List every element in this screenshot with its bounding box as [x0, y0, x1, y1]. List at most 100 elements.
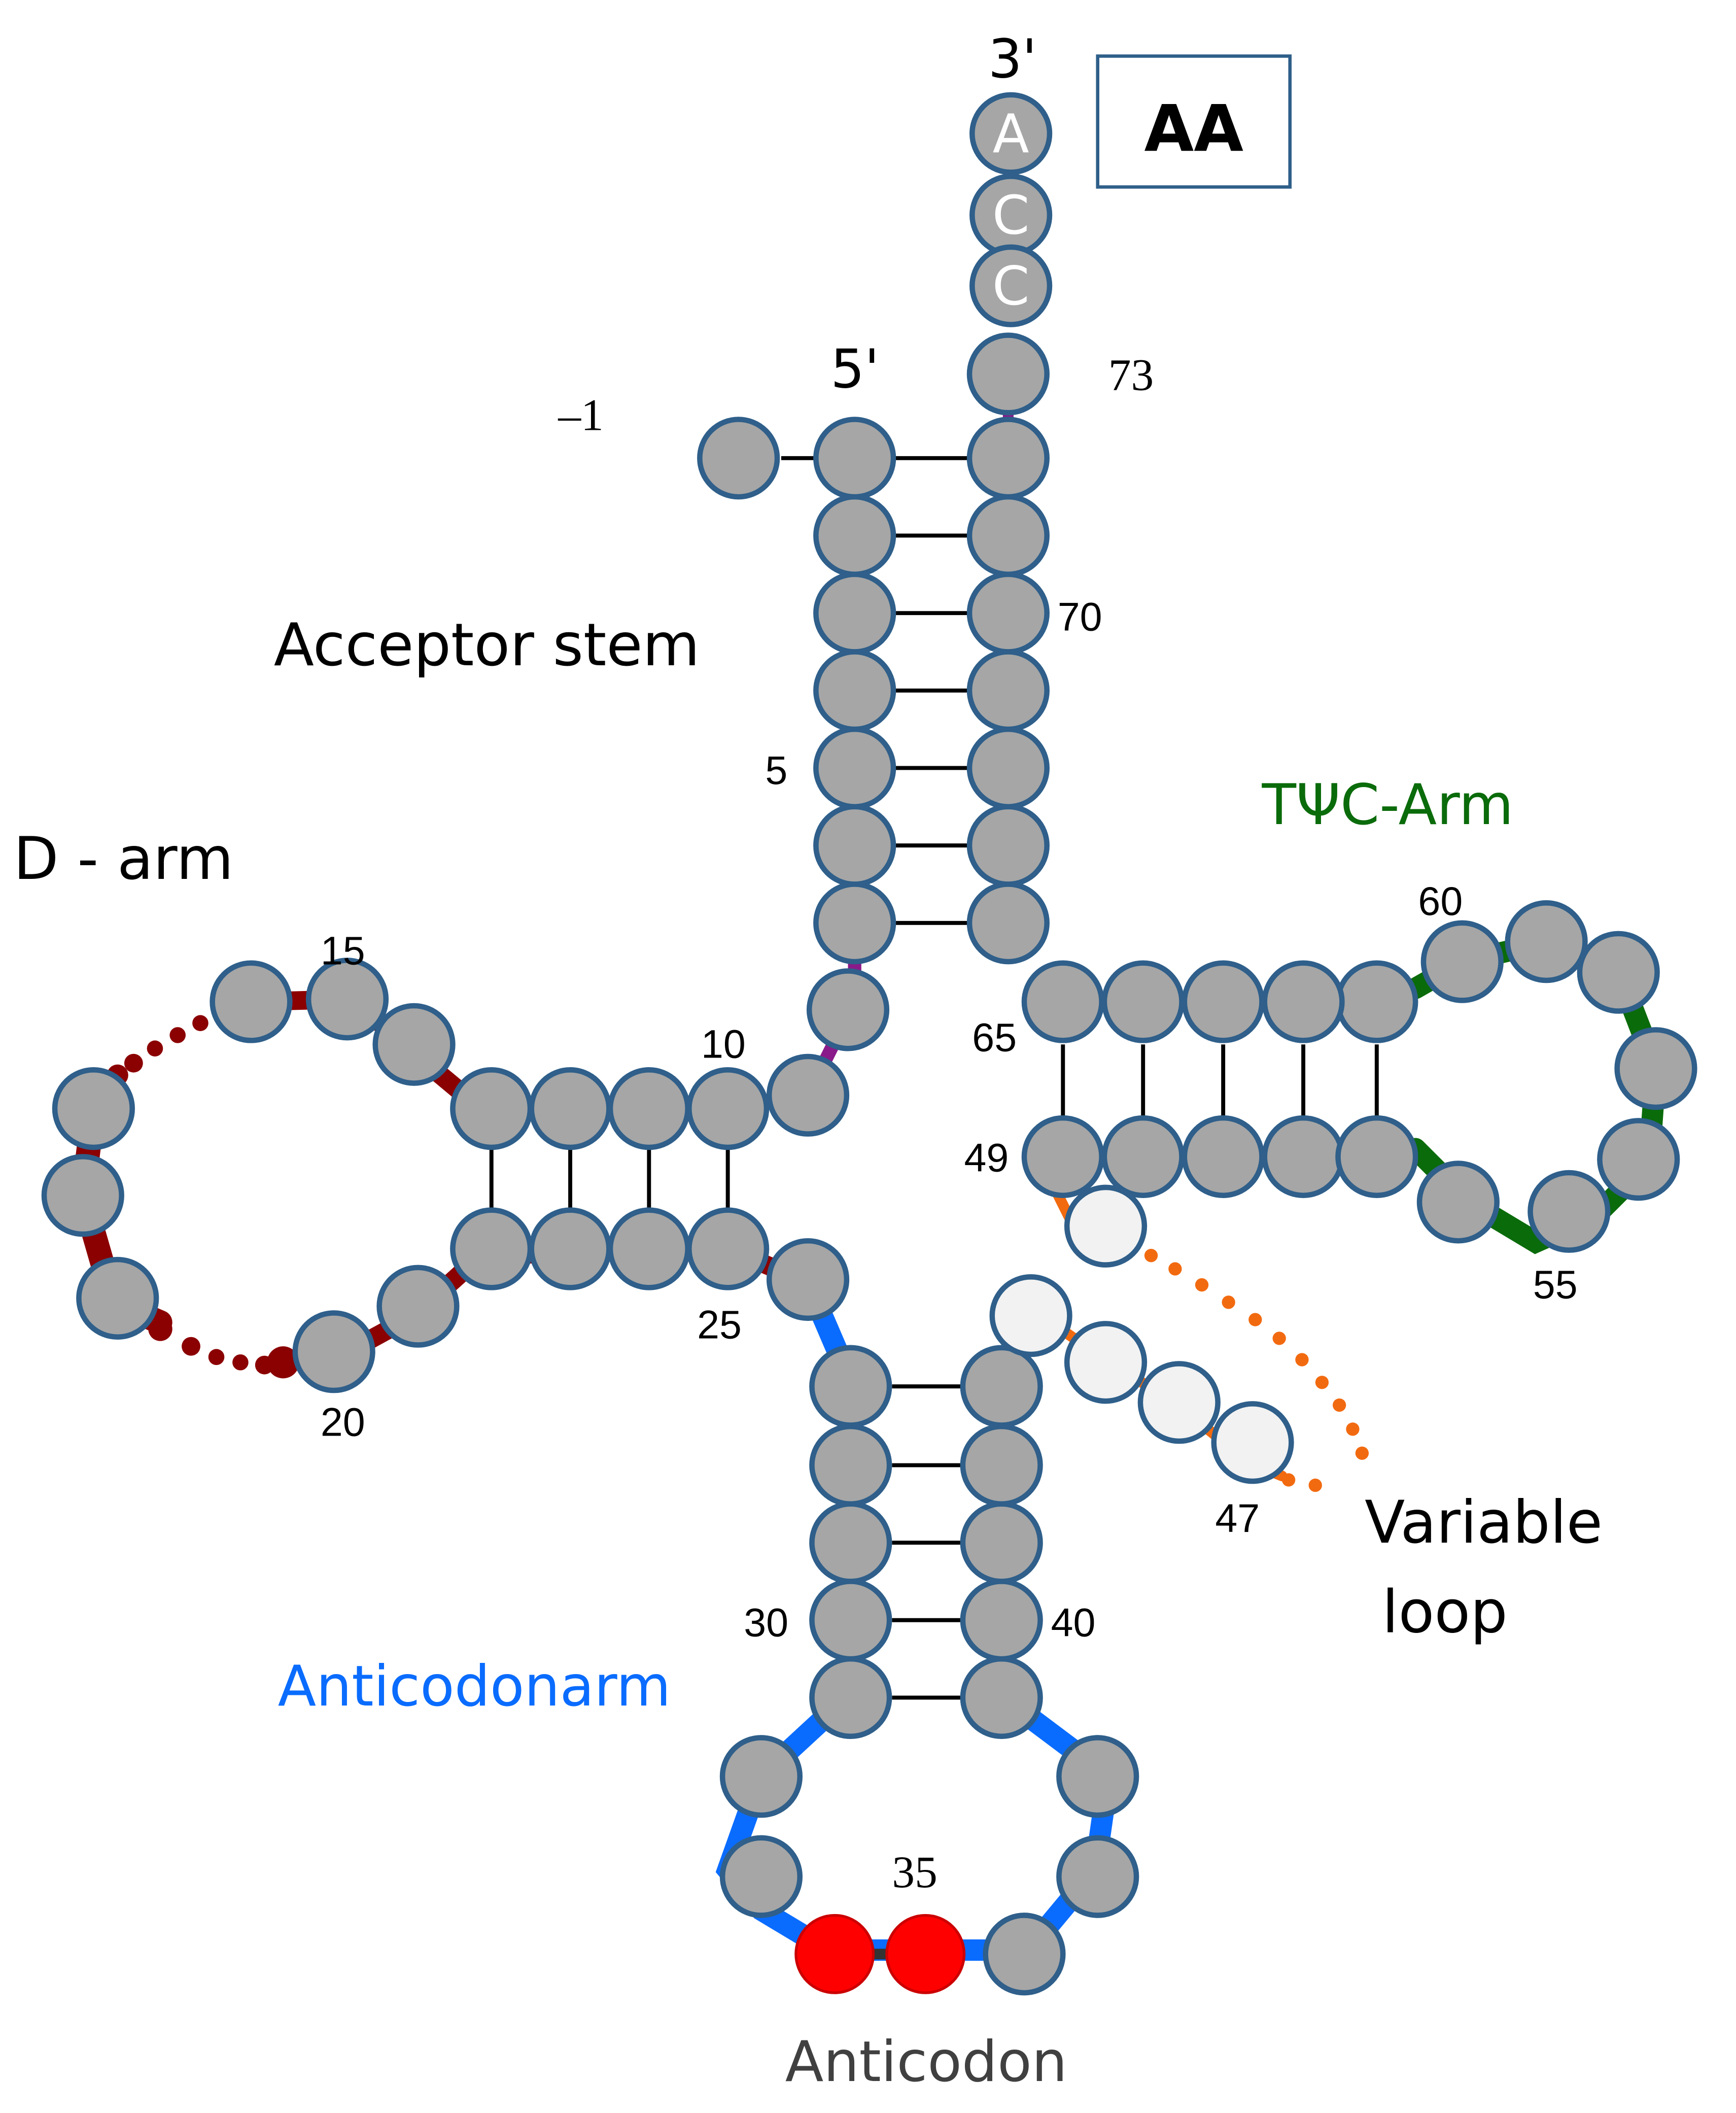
position-25: 25: [697, 1302, 742, 1347]
nucleotide-63: [1182, 960, 1265, 1043]
nucleotide-70: [966, 571, 1050, 655]
nucleotide-65: [1021, 960, 1104, 1043]
position-55: 55: [1533, 1262, 1578, 1307]
position-47: 47: [1215, 1496, 1260, 1541]
nucleotide-25: [686, 1207, 770, 1290]
nucleotide-37: [983, 1913, 1066, 1996]
nucleotides: [41, 92, 1697, 1996]
position-15: 15: [321, 928, 365, 973]
position-70: 70: [1058, 594, 1102, 639]
nucleotide-8: [806, 968, 890, 1051]
nucleotide-1: [813, 417, 896, 500]
nucleotide-28: [809, 1423, 892, 1507]
nucleotide-18: [41, 1154, 124, 1237]
nucleotide-61: [1335, 960, 1418, 1043]
position-35: 35: [892, 1847, 937, 1897]
nucleotide-66: [966, 881, 1050, 965]
nucleotide-5: [813, 726, 896, 810]
nucleotide-4: [813, 649, 896, 732]
nucleotide-17: [52, 1067, 135, 1150]
variable-loop-label-line1: Variable: [1365, 1489, 1603, 1557]
anticodon-label: Anticodon: [785, 2029, 1067, 2095]
base-pair-lines: [489, 456, 1379, 1960]
nucleotide-42: [960, 1501, 1043, 1584]
nucleotide-3: [813, 571, 896, 655]
nucleotide-34: [794, 1914, 875, 1994]
nucleotide-41: [960, 1579, 1043, 1662]
nucleotide-29: [809, 1501, 892, 1584]
nucleotide-49: [1021, 1115, 1104, 1199]
cca-letter-a: A: [993, 103, 1029, 165]
nucleotide-74: [969, 244, 1053, 327]
amino-acid-box: [1096, 54, 1292, 189]
cca-letter-c1: C: [992, 184, 1030, 247]
nucleotide-9: [766, 1053, 850, 1137]
nucleotide-35: [885, 1914, 966, 1994]
acceptor-stem-label: Acceptor stem: [274, 611, 700, 679]
anticodon-nucleotides: [794, 1914, 966, 1994]
nucleotide-2: [813, 494, 896, 577]
nucleotide-13: [450, 1067, 533, 1150]
d-loop-dots-bottom: [148, 1317, 299, 1379]
nucleotide-50: [1101, 1115, 1185, 1199]
anticodon-arm-label: Anticodonarm: [278, 1654, 671, 1719]
nucleotide-52: [1262, 1115, 1345, 1199]
variable-loop-dots: [1144, 1249, 1369, 1492]
nucleotide-71: [966, 494, 1050, 577]
nucleotide-57: [1614, 1027, 1697, 1110]
nucleotide-48: [1064, 1184, 1148, 1268]
nucleotide-31: [809, 1656, 892, 1740]
position-numbers: –1 73 70 5 60 65 15 10 49 55 25 20 47 30…: [321, 350, 1578, 1898]
position-10: 10: [701, 1022, 746, 1067]
nucleotide-39: [1056, 1735, 1139, 1818]
variable-loop-nucleotides: [989, 1184, 1294, 1484]
nucleotide-47: [1211, 1401, 1294, 1484]
tpsic-arm-label: TΨC-Arm: [1261, 772, 1513, 838]
nucleotide-33: [719, 1835, 803, 1918]
nucleotide-46: [1137, 1361, 1221, 1444]
nucleotide-69: [966, 649, 1050, 732]
nucleotide-23: [529, 1207, 612, 1290]
position-65: 65: [972, 1015, 1017, 1060]
nucleotide-76: [969, 92, 1053, 175]
cca-letters: A C C: [992, 103, 1030, 317]
nucleotide-68: [966, 726, 1050, 810]
nucleotide-73: [966, 332, 1050, 416]
nucleotide-10: [686, 1067, 770, 1150]
nucleotide-60: [1420, 920, 1504, 1003]
position-30: 30: [744, 1600, 788, 1645]
nucleotide-14: [372, 1003, 456, 1086]
nucleotide-45: [1064, 1321, 1148, 1404]
nucleotide-7: [813, 881, 896, 965]
tpsic-backbone: [1405, 930, 1667, 1254]
nucleotide-43: [960, 1423, 1043, 1507]
d-arm-label: D - arm: [13, 825, 233, 893]
nucleotide-44: [960, 1345, 1043, 1428]
nucleotide-16: [210, 960, 293, 1043]
nucleotide-27: [809, 1345, 892, 1428]
position-73: 73: [1108, 350, 1154, 400]
position-minus1: –1: [558, 390, 603, 440]
nucleotide-24: [607, 1207, 690, 1290]
nucleotide-22: [450, 1207, 533, 1290]
position-5: 5: [765, 748, 787, 793]
dotted-connectors: [107, 1015, 1369, 1492]
nucleotide-67: [966, 804, 1050, 887]
position-60: 60: [1418, 879, 1463, 924]
nucleotide-58: [1577, 931, 1660, 1014]
nucleotide-21: [376, 1265, 460, 1348]
nucleotide-minus1: [697, 417, 780, 500]
nucleotide-64: [1101, 960, 1185, 1043]
position-40: 40: [1051, 1600, 1096, 1645]
nucleotide-55: [1527, 1170, 1611, 1253]
nucleotide-30: [809, 1579, 892, 1662]
nucleotide-15: [305, 958, 389, 1041]
nucleotide-32: [719, 1735, 803, 1818]
d-loop-dots-top: [107, 1015, 209, 1086]
three-prime-label: 3': [988, 28, 1037, 90]
nucleotide-12: [529, 1067, 612, 1150]
nucleotide-26: [766, 1238, 850, 1321]
nucleotide-19: [76, 1256, 159, 1340]
position-20: 20: [321, 1400, 365, 1445]
nucleotide-53: [1335, 1115, 1418, 1199]
